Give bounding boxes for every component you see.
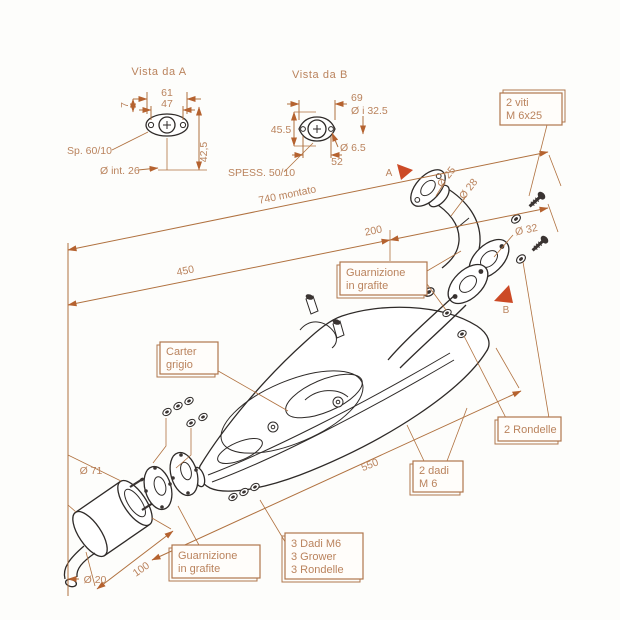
view-direction-markers: A B: [386, 164, 513, 316]
view-b-arrow-icon: [494, 285, 513, 303]
vista-a-dim-inner-diameter: Ø int. 26: [100, 165, 140, 177]
label-hardware-set-line1: 3 Dadi M6: [291, 538, 341, 550]
exhaust-port-flanges-drawing: [447, 238, 510, 305]
label-nuts-pair: 2 dadi M 6: [409, 460, 464, 496]
washer-nut-part: [226, 491, 240, 503]
dim-71: Ø 71: [80, 465, 103, 477]
washer-nut-part: [184, 417, 198, 429]
vista-a-view: Vista da A 61 47 7 42,5 Sp. 60/10 Ø int.…: [67, 66, 210, 177]
washer-nut-part: [171, 400, 185, 412]
label-washers: 2 Rondelle: [494, 416, 562, 445]
label-screws-line2: M 6x25: [506, 110, 542, 122]
vista-b-dim-45-5: 45.5: [271, 124, 292, 136]
vista-b-dim-inner: Ø i 32.5: [351, 105, 388, 117]
view-a-letter: A: [386, 168, 393, 179]
label-hardware-set-line3: 3 Rondelle: [291, 564, 344, 576]
label-nuts-pair-line2: M 6: [419, 478, 437, 490]
vista-b-view: Vista da B 69 Ø i 32.5 45.5 Ø 6.5 52 SPE…: [228, 69, 388, 179]
washer-nut-part: [160, 406, 174, 418]
dim-450: 450: [176, 263, 196, 278]
dim-20: Ø 20: [84, 574, 107, 586]
dim-pipe-28: Ø 28: [457, 176, 481, 201]
label-screws-line1: 2 viti: [506, 97, 529, 109]
vista-a-title: Vista da A: [131, 66, 186, 78]
round-flange-gaskets-drawing: [143, 451, 199, 511]
label-carter-line1: Carter: [166, 346, 197, 358]
dim-740-montato: 740 montato: [258, 183, 318, 206]
label-washers-line1: 2 Rondelle: [504, 424, 557, 436]
label-gasket-top-line1: Guarnizione: [346, 267, 405, 279]
view-b-letter: B: [503, 305, 510, 316]
label-screws: 2 viti M 6x25: [499, 89, 566, 126]
leader-lines: [152, 124, 550, 548]
dim-200: 200: [364, 223, 384, 238]
label-carter: Carter grigio: [156, 341, 219, 378]
dim-pipe-32: Ø 32: [514, 222, 539, 239]
label-gasket-top-line2: in grafite: [346, 280, 388, 292]
vista-a-dim-47: 47: [161, 98, 173, 110]
screw-part: [528, 232, 552, 256]
main-dimension-lines: [67, 150, 562, 596]
washer-nut-part: [196, 411, 210, 423]
label-nuts-pair-line1: 2 dadi: [419, 465, 449, 477]
vista-a-dim-42-5: 42,5: [198, 142, 210, 163]
vista-a-dim-thickness: Sp. 60/10: [67, 145, 112, 157]
label-gasket-top: Guarnizione in grafite: [336, 261, 428, 299]
dim-pipe-25: Ø 25: [435, 164, 459, 189]
label-hardware-set: 3 Dadi M6 3 Grower 3 Rondelle: [281, 532, 364, 583]
vista-b-dim-52: 52: [331, 156, 343, 168]
label-gasket-bottom: Guarnizione in grafite: [168, 544, 261, 582]
vista-b-title: Vista da B: [292, 69, 348, 81]
label-hardware-set-line2: 3 Grower: [291, 551, 337, 563]
dim-550: 550: [360, 456, 381, 474]
vista-b-dim-thickness: SPESS. 50/10: [228, 167, 295, 179]
label-gasket-bottom-line2: in grafite: [178, 563, 220, 575]
vista-a-dim-7: 7: [119, 102, 131, 108]
label-gasket-bottom-line1: Guarnizione: [178, 550, 237, 562]
label-boxes: 2 viti M 6x25 Guarnizione in grafite Car…: [156, 89, 566, 583]
label-carter-line2: grigio: [166, 359, 193, 371]
vista-b-dim-hole: Ø 6.5: [340, 142, 366, 154]
view-a-arrow-icon: [397, 164, 413, 180]
washer-part: [514, 252, 528, 266]
vista-b-dim-69: 69: [351, 92, 363, 104]
dim-100: 100: [131, 560, 152, 580]
washer-nut-part: [182, 395, 196, 407]
vista-a-dim-61: 61: [161, 87, 173, 99]
